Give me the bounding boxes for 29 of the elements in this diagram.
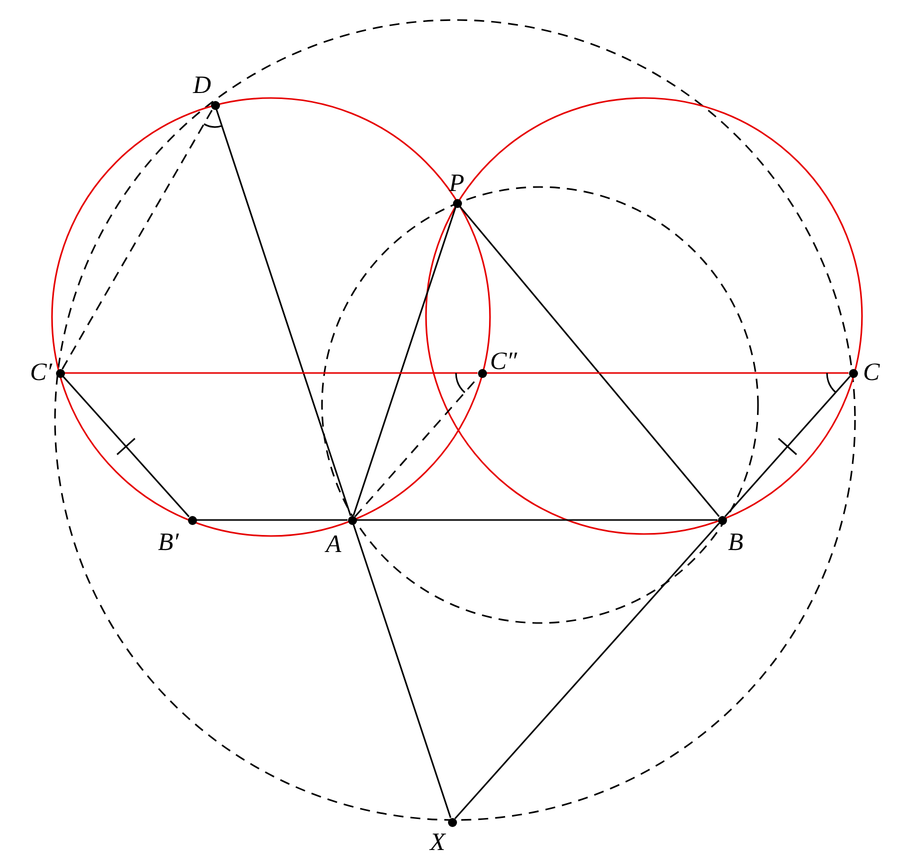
- line-segment: [216, 109, 352, 516]
- point-dot: [210, 100, 220, 110]
- line-segment: [486, 372, 848, 374]
- point-label: C′: [30, 360, 52, 385]
- point-label: X: [430, 830, 446, 855]
- line-segment: [196, 519, 348, 521]
- point-dot: [56, 368, 64, 378]
- point-label: D: [193, 73, 212, 98]
- line-segment: [62, 376, 190, 518]
- line-segment: [352, 207, 456, 516]
- point-label: C″: [490, 349, 518, 374]
- line-segment: [356, 519, 718, 521]
- point-label: P: [449, 171, 464, 196]
- line-segment: [724, 376, 851, 518]
- line-segment: [454, 522, 720, 820]
- point-dot: [348, 516, 356, 524]
- line-segment: [64, 372, 478, 374]
- point-label: A: [326, 532, 342, 557]
- dashed-line: [62, 108, 214, 370]
- line-segment: [352, 524, 452, 818]
- point-label: B′: [158, 530, 179, 555]
- point-dot: [478, 368, 486, 378]
- point-label: B: [728, 530, 744, 555]
- point-label: C: [863, 360, 880, 385]
- line-segment: [459, 206, 720, 518]
- point-dot: [848, 368, 858, 378]
- point-dot: [448, 818, 456, 826]
- point-dot: [188, 516, 196, 524]
- point-dot: [452, 198, 462, 208]
